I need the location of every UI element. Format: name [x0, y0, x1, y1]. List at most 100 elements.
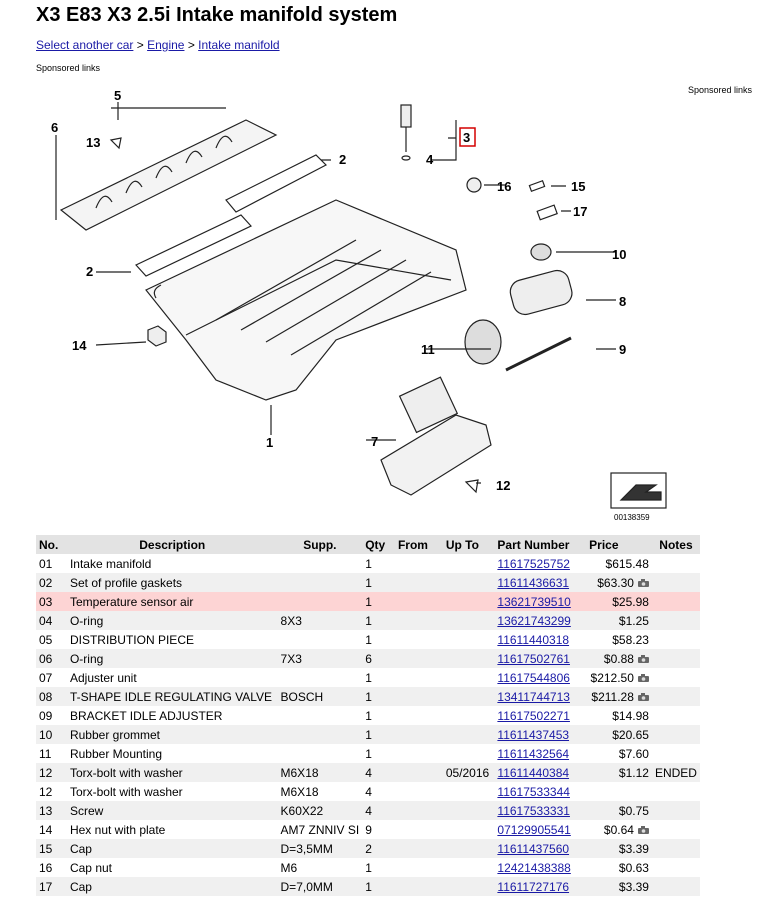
cell-price: $1.25: [586, 611, 652, 630]
breadcrumb-link-select-car[interactable]: Select another car: [36, 38, 134, 52]
cell-qty: 2: [362, 839, 395, 858]
part-number-link[interactable]: 11617533331: [497, 803, 570, 818]
breadcrumb-separator: >: [136, 38, 144, 52]
cell-part-number: 13411744713: [494, 687, 587, 706]
part-number-link[interactable]: 11611727176: [497, 879, 570, 894]
cell-description: Torx-bolt with washer: [66, 763, 278, 782]
cell-notes: [652, 858, 700, 877]
part-number-link[interactable]: 11611440384: [497, 765, 570, 780]
camera-icon[interactable]: [637, 693, 649, 702]
cell-part-number: 11617533344: [494, 782, 586, 801]
cap-part-17: [536, 204, 558, 221]
part-number-link[interactable]: 11611436631: [497, 575, 570, 590]
callout-17: 17: [573, 204, 587, 219]
cell-from: [395, 820, 443, 839]
cell-notes: [651, 592, 700, 611]
cell-up-to: [442, 592, 495, 611]
cell-description: Cap: [66, 839, 278, 858]
price-value: $0.75: [618, 803, 649, 818]
cell-from: [395, 668, 443, 687]
price-value: $0.64: [603, 822, 634, 837]
part-number-link[interactable]: 11617533344: [497, 784, 570, 799]
cell-notes: [651, 649, 700, 668]
rubber-grommet-part: [530, 243, 552, 261]
column-supplier: Supp.: [277, 535, 363, 554]
cell-price: $63.30: [586, 573, 652, 592]
part-number-link[interactable]: 12421438388: [497, 860, 571, 875]
cell-up-to: [443, 554, 495, 573]
cell-from: [395, 782, 443, 801]
breadcrumb-link-intake-manifold[interactable]: Intake manifold: [198, 38, 280, 52]
cell-description: Screw: [66, 801, 278, 820]
part-number-link[interactable]: 13621739510: [497, 594, 571, 609]
cell-no: 08: [36, 687, 67, 706]
breadcrumb-link-engine[interactable]: Engine: [147, 38, 185, 52]
cell-no: 05: [39, 632, 53, 647]
cell-up-to: [442, 877, 495, 896]
cell-qty: 1: [362, 573, 395, 592]
cell-notes: [651, 725, 700, 744]
part-number-link[interactable]: 11611440318: [497, 632, 570, 647]
rubber-mounting-part: [464, 319, 502, 365]
callout-16: 16: [497, 179, 511, 194]
cell-notes: [651, 877, 700, 896]
cell-price: $7.60: [586, 744, 652, 763]
camera-icon[interactable]: [637, 579, 649, 588]
camera-icon[interactable]: [637, 826, 649, 835]
camera-icon[interactable]: [637, 674, 649, 683]
cell-part-number: 13621743299: [494, 611, 587, 630]
page-title: X3 E83 X3 2.5i Intake manifold system: [36, 4, 398, 26]
cell-no: 06: [36, 649, 67, 668]
part-number-link[interactable]: 07129905541: [497, 822, 571, 837]
cell-notes: [652, 554, 700, 573]
cell-qty: 4: [362, 801, 395, 820]
cell-from: [394, 573, 443, 592]
cell-part-number: 12421438388: [494, 858, 586, 877]
camera-icon[interactable]: [637, 655, 649, 664]
price-value: $7.60: [618, 746, 649, 761]
cell-no: 14: [39, 822, 53, 837]
part-number-link[interactable]: 11611437560: [497, 841, 570, 856]
cell-no: 12: [39, 784, 53, 799]
cell-part-number: 11617502271: [494, 706, 586, 725]
cell-supplier: M6: [280, 860, 298, 875]
cell-up-to: [443, 668, 495, 687]
cell-up-to: [442, 801, 495, 820]
sponsored-links-label-right: Sponsored links: [688, 85, 753, 95]
part-number-link[interactable]: 11617502761: [497, 651, 570, 666]
cell-part-number: 11617533331: [494, 801, 587, 820]
part-number-link[interactable]: 11617502271: [497, 708, 570, 723]
cell-part-number: 11611437560: [494, 839, 587, 858]
cell-from: [395, 630, 443, 649]
cell-no: 02: [36, 573, 67, 592]
part-number-link[interactable]: 11611432564: [497, 746, 570, 761]
part-number-link[interactable]: 11617544806: [497, 670, 570, 685]
cell-from: [394, 801, 443, 820]
price-value: $0.63: [618, 860, 649, 875]
callout-13: 13: [86, 135, 100, 150]
cell-supplier: 8X3: [277, 611, 363, 630]
cell-from: [394, 592, 443, 611]
cell-price: $20.65: [586, 725, 652, 744]
cell-price: $25.98: [586, 592, 652, 611]
cell-qty: 1: [362, 592, 395, 611]
fuel-rail-part: [59, 119, 278, 231]
cell-description: O-ring: [66, 649, 278, 668]
part-number-link[interactable]: 13621743299: [497, 613, 571, 628]
cell-from: [395, 744, 443, 763]
part-number-link[interactable]: 13411744713: [497, 689, 570, 704]
part-number-link[interactable]: 11611437453: [497, 727, 570, 742]
part-number-link[interactable]: 11617525752: [497, 556, 570, 571]
cell-notes: [652, 706, 700, 725]
cell-description: Cap: [66, 877, 278, 896]
gasket-part-lower: [135, 214, 252, 277]
cell-notes: [652, 820, 700, 839]
sponsored-links-label: Sponsored links: [36, 63, 101, 73]
cell-description: Torx-bolt with washer: [69, 784, 183, 799]
callout-14: 14: [72, 338, 87, 353]
cell-supplier: [278, 744, 363, 763]
cell-no: 10: [36, 725, 67, 744]
